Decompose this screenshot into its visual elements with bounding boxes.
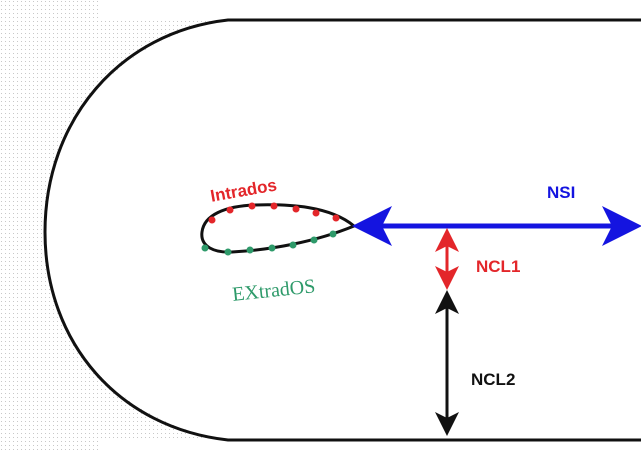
extrados-points [201, 230, 337, 256]
ncl2-label: NCL2 [471, 370, 515, 389]
stipple-region [0, 0, 225, 452]
extrados-point [268, 244, 276, 252]
intrados-point [248, 202, 256, 210]
ncl1-label: NCL1 [476, 257, 520, 276]
outer-boundary [43, 18, 641, 442]
airfoil-profile [200, 203, 357, 254]
intrados-label: Intrados [209, 175, 278, 205]
extrados-point [310, 236, 318, 244]
extrados-point [224, 248, 232, 256]
intrados-point [270, 202, 278, 210]
extrados-point [246, 246, 254, 254]
intrados-point [332, 214, 340, 222]
extrados-point [289, 241, 297, 249]
extrados-point [329, 230, 337, 238]
extrados-label: EXtradOS [231, 275, 316, 306]
nsi-label: NSI [547, 183, 575, 202]
intrados-point [312, 209, 320, 217]
intrados-point [208, 216, 216, 224]
extrados-point [201, 244, 209, 252]
intrados-points [208, 202, 340, 224]
intrados-point [292, 205, 300, 213]
intrados-point [226, 206, 234, 214]
